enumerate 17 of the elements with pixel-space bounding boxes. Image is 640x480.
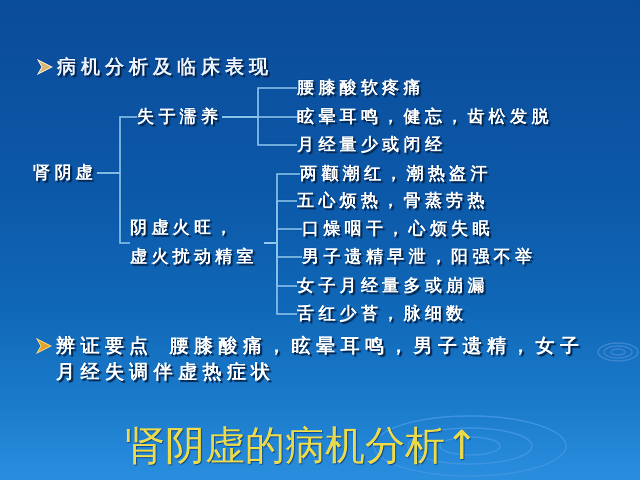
list-item-text: 腰膝酸软疼痛 (297, 77, 425, 99)
list-item-text: 眩晕耳鸣，健忘，齿松发脱 (297, 106, 553, 128)
bullet-text: 辨证要点 腰膝酸痛，眩晕耳鸣，男子遗精，女子月经失调伴虚热症状 (56, 334, 586, 385)
connector-line (96, 172, 130, 244)
heading: 病机分析及临床表现 (57, 55, 273, 79)
branch-label: 肾阴虚 (33, 162, 97, 184)
list-item-text: 口燥咽干，心烦失眠 (302, 218, 494, 240)
list-item-text: 五心烦热，骨蒸劳热 (297, 190, 489, 212)
caption: 肾阴虚的病机分析↑ (125, 422, 479, 470)
connector-line (222, 116, 297, 146)
branch-label: 失于濡养 (137, 106, 222, 128)
branch-label: 阴虚火旺，虚火扰动精室 (130, 214, 264, 272)
list-item-text: 两颧潮红，潮热盗汗 (300, 163, 492, 185)
list-item-text: 男子遗精早泄，阳强不举 (302, 246, 536, 268)
list-item-text: 月经量少或闭经 (297, 134, 446, 156)
list-item-text: 女子月经量多或崩漏 (297, 275, 489, 297)
list-item-text: 舌红少苔，脉细数 (297, 303, 468, 325)
